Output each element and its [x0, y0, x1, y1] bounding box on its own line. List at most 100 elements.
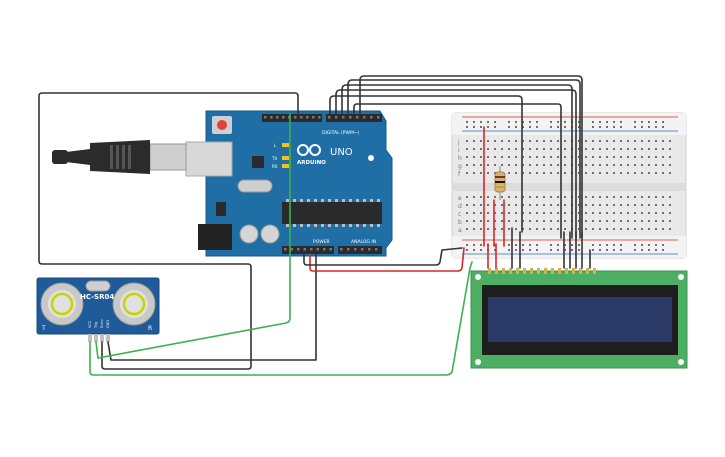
breadboard-hole: [508, 204, 510, 206]
chip-pin: [328, 224, 331, 227]
breadboard-hole: [578, 228, 580, 230]
breadboard-hole: [585, 212, 587, 214]
breadboard-hole: [620, 228, 622, 230]
breadboard-hole: [564, 228, 566, 230]
rail-hole: [473, 121, 475, 123]
rail-hole: [641, 244, 643, 246]
breadboard-hole: [592, 220, 594, 222]
breadboard-hole: [627, 172, 629, 174]
rail-hole: [599, 249, 601, 251]
breadboard-hole: [634, 172, 636, 174]
rail-hole: [578, 126, 580, 128]
rail-hole: [641, 126, 643, 128]
resistor[interactable]: [494, 166, 506, 200]
breadboard-hole: [599, 196, 601, 198]
breadboard-hole: [501, 228, 503, 230]
hc-sr04-sensor[interactable]: HC-SR04 T R VCC Trig Echo GND: [36, 277, 160, 342]
breadboard-hole: [480, 204, 482, 206]
header-pin: [342, 116, 345, 119]
breadboard-hole: [578, 164, 580, 166]
breadboard-hole: [550, 220, 552, 222]
header-pin: [294, 116, 297, 119]
breadboard-hole: [508, 172, 510, 174]
wire-black-sensor: [107, 253, 317, 361]
breadboard-hole: [480, 220, 482, 222]
breadboard-hole: [515, 172, 517, 174]
regulator-chip: [216, 202, 226, 216]
breadboard-hole: [480, 164, 482, 166]
breadboard-hole: [655, 196, 657, 198]
breadboard-hole: [655, 164, 657, 166]
breadboard-hole: [508, 148, 510, 150]
rail-hole: [613, 121, 615, 123]
rail-hole: [508, 126, 510, 128]
lcd-pin: [516, 268, 519, 274]
breadboard-hole: [662, 140, 664, 142]
chip-pin: [293, 224, 296, 227]
rail-hole: [473, 244, 475, 246]
header-pin: [363, 116, 366, 119]
lcd-mount-hole: [678, 359, 684, 365]
breadboard-hole: [508, 228, 510, 230]
breadboard-hole: [606, 156, 608, 158]
breadboard-hole: [487, 228, 489, 230]
breadboard-hole: [536, 204, 538, 206]
breadboard-hole: [662, 196, 664, 198]
breadboard-hole: [613, 148, 615, 150]
breadboard-hole: [641, 212, 643, 214]
breadboard-center-channel: [452, 183, 686, 191]
rail-hole: [550, 121, 552, 123]
rail-hole: [620, 121, 622, 123]
chip-pin: [342, 199, 345, 202]
breadboard-hole: [550, 140, 552, 142]
rail-hole: [480, 244, 482, 246]
rail-hole: [641, 121, 643, 123]
arduino-uno[interactable]: L TX RX ARDUINO UNO DIGITAL (PWM~) POWER…: [185, 110, 393, 257]
breadboard-hole: [543, 196, 545, 198]
chip-pin: [335, 199, 338, 202]
breadboard-hole: [466, 204, 468, 206]
breadboard-hole: [662, 172, 664, 174]
breadboard-hole: [648, 156, 650, 158]
rail-hole: [473, 249, 475, 251]
breadboard-hole: [515, 212, 517, 214]
lcd-pin: [537, 268, 540, 274]
lcd-pin: [551, 268, 554, 274]
breadboard-hole: [662, 212, 664, 214]
rail-hole: [578, 249, 580, 251]
breadboard-hole: [655, 156, 657, 158]
breadboard-hole: [473, 164, 475, 166]
lcd-mount-hole: [475, 359, 481, 365]
analog-pins-label: ANALOG IN: [351, 239, 376, 245]
wire-black-d5: [341, 84, 573, 239]
breadboard-hole: [529, 172, 531, 174]
arduino-logo-icon: [297, 144, 321, 156]
usb-cable[interactable]: [52, 140, 187, 174]
breadboard-hole: [557, 172, 559, 174]
breadboard-hole: [487, 164, 489, 166]
rail-hole: [564, 121, 566, 123]
breadboard-hole: [487, 212, 489, 214]
chip-pin: [314, 199, 317, 202]
power-jack: [198, 224, 232, 250]
breadboard-hole: [592, 164, 594, 166]
rail-hole: [620, 249, 622, 251]
rail-hole: [473, 126, 475, 128]
chip-pin: [356, 199, 359, 202]
breadboard-hole: [613, 220, 615, 222]
breadboard-hole: [641, 156, 643, 158]
breadboard-hole: [522, 156, 524, 158]
breadboard-hole: [536, 172, 538, 174]
lcd-module[interactable]: [470, 268, 688, 369]
breadboard-hole: [662, 204, 664, 206]
breadboard[interactable]: j i h g f e d c b a: [451, 112, 687, 259]
breadboard-hole: [536, 148, 538, 150]
rail-hole: [606, 244, 608, 246]
rail-hole: [515, 244, 517, 246]
breadboard-hole: [494, 164, 496, 166]
row-letter: b: [458, 219, 462, 226]
breadboard-hole: [585, 172, 587, 174]
rail-hole: [550, 126, 552, 128]
breadboard-hole: [494, 156, 496, 158]
rail-hole: [529, 249, 531, 251]
